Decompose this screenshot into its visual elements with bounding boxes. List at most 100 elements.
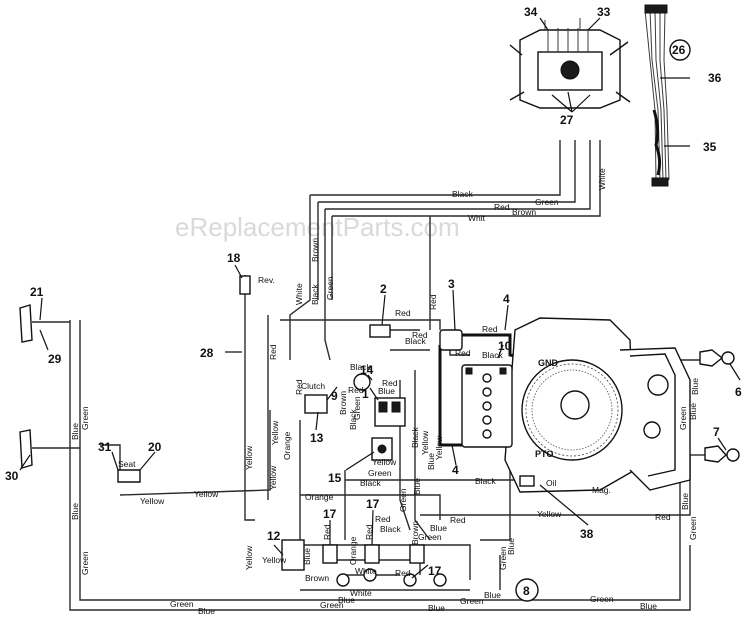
dash-panel-assembly bbox=[509, 18, 631, 109]
svg-text:Red: Red bbox=[322, 524, 332, 540]
svg-text:Black: Black bbox=[360, 478, 382, 488]
svg-text:Yellow: Yellow bbox=[262, 555, 287, 565]
callout-numbers: 34 33 26 36 36 35 27 18 28 21 29 30 31 2… bbox=[5, 5, 742, 602]
svg-text:Blue: Blue bbox=[484, 590, 501, 600]
svg-text:White: White bbox=[294, 283, 304, 305]
svg-text:White: White bbox=[597, 168, 607, 190]
svg-text:Clutch: Clutch bbox=[301, 381, 325, 391]
svg-text:Red: Red bbox=[494, 202, 510, 212]
callout-15: 15 bbox=[328, 471, 342, 485]
callout-17-c: 17 bbox=[428, 564, 442, 578]
switch-14 bbox=[353, 373, 371, 391]
svg-text:Blue: Blue bbox=[428, 603, 445, 613]
svg-text:Seat: Seat bbox=[118, 459, 136, 469]
svg-text:Red: Red bbox=[395, 308, 411, 318]
svg-text:Red: Red bbox=[450, 515, 466, 525]
solenoid-3 bbox=[439, 329, 463, 351]
svg-text:Green: Green bbox=[418, 532, 442, 542]
seat-switch-20 bbox=[117, 469, 141, 483]
svg-text:Brown: Brown bbox=[310, 238, 320, 262]
callout-26: 26 bbox=[672, 43, 686, 57]
svg-text:Green: Green bbox=[590, 594, 614, 604]
callout-31: 31 bbox=[98, 440, 112, 454]
svg-text:Red: Red bbox=[294, 379, 304, 395]
callout-18: 18 bbox=[227, 251, 241, 265]
taillight-30 bbox=[19, 429, 80, 469]
svg-text:Blue: Blue bbox=[506, 538, 516, 555]
svg-text:Green: Green bbox=[678, 406, 688, 430]
callout-4-bottom: 4 bbox=[452, 463, 459, 477]
callout-29: 29 bbox=[48, 352, 62, 366]
callout-7: 7 bbox=[713, 425, 720, 439]
svg-text:Green: Green bbox=[320, 600, 344, 610]
svg-text:Blue: Blue bbox=[302, 548, 312, 565]
callout-3: 3 bbox=[448, 277, 455, 291]
svg-text:Red: Red bbox=[382, 378, 398, 388]
svg-text:PTO: PTO bbox=[535, 449, 553, 459]
svg-text:Green: Green bbox=[688, 516, 698, 540]
svg-text:Blue: Blue bbox=[688, 403, 698, 420]
callout-36: 36 bbox=[708, 71, 722, 85]
svg-text:Yellow: Yellow bbox=[140, 496, 165, 506]
harness-wires bbox=[69, 140, 705, 611]
svg-text:Brown: Brown bbox=[512, 207, 536, 217]
svg-text:Red: Red bbox=[348, 385, 364, 395]
svg-text:Whit: Whit bbox=[468, 213, 486, 223]
svg-text:Yellow: Yellow bbox=[537, 509, 562, 519]
svg-text:Red: Red bbox=[655, 512, 671, 522]
svg-text:Blue: Blue bbox=[70, 503, 80, 520]
callout-13: 13 bbox=[310, 431, 324, 445]
svg-text:Blue: Blue bbox=[378, 386, 395, 396]
relay-1 bbox=[374, 397, 406, 427]
svg-text:Yellow: Yellow bbox=[194, 489, 219, 499]
svg-text:Blue: Blue bbox=[680, 493, 690, 510]
pto-switch-12 bbox=[281, 539, 305, 571]
svg-text:Blue: Blue bbox=[412, 478, 422, 495]
svg-text:Mag.: Mag. bbox=[592, 485, 611, 495]
svg-text:Blue: Blue bbox=[690, 378, 700, 395]
headlight-6 bbox=[699, 349, 735, 367]
callout-leaders bbox=[19, 17, 741, 579]
svg-text:Orange: Orange bbox=[282, 431, 292, 460]
callout-12: 12 bbox=[267, 529, 281, 543]
callout-30: 30 bbox=[5, 469, 19, 483]
svg-text:Yellow: Yellow bbox=[434, 435, 444, 460]
svg-text:Black: Black bbox=[410, 426, 420, 448]
svg-text:Green: Green bbox=[80, 551, 90, 575]
svg-text:Green: Green bbox=[325, 276, 335, 300]
svg-text:Red: Red bbox=[412, 330, 428, 340]
svg-text:Black: Black bbox=[310, 283, 320, 305]
headlight-7 bbox=[704, 445, 740, 463]
callout-38: 38 bbox=[580, 527, 594, 541]
svg-text:Black: Black bbox=[405, 336, 427, 346]
svg-text:Blue: Blue bbox=[640, 601, 657, 611]
svg-text:Black: Black bbox=[380, 524, 402, 534]
svg-text:Blue: Blue bbox=[430, 523, 447, 533]
svg-text:White: White bbox=[355, 566, 377, 576]
reverse-switch-18 bbox=[239, 275, 251, 295]
svg-text:Orange: Orange bbox=[348, 536, 358, 565]
svg-text:Green: Green bbox=[80, 406, 90, 430]
callout-2: 2 bbox=[380, 282, 387, 296]
clutch-switch-9 bbox=[304, 394, 328, 414]
svg-text:Red: Red bbox=[395, 568, 411, 578]
callout-4-top: 4 bbox=[503, 292, 510, 306]
svg-text:Green: Green bbox=[398, 488, 408, 512]
svg-text:Rev.: Rev. bbox=[258, 275, 275, 285]
svg-text:Red: Red bbox=[455, 348, 471, 358]
svg-text:Black: Black bbox=[350, 362, 372, 372]
svg-text:Yellow: Yellow bbox=[268, 465, 278, 490]
ignition-switch-15 bbox=[371, 437, 393, 461]
callout-1: 1 bbox=[362, 387, 369, 401]
svg-text:Blue: Blue bbox=[426, 453, 436, 470]
callout-20: 20 bbox=[148, 440, 162, 454]
callout-35: 35 bbox=[703, 140, 717, 154]
engine bbox=[504, 317, 691, 493]
callout-33: 33 bbox=[597, 5, 611, 19]
callout-21: 21 bbox=[30, 285, 44, 299]
headlight-harness-35 bbox=[644, 4, 670, 187]
svg-text:Brown: Brown bbox=[410, 521, 420, 545]
svg-text:Green: Green bbox=[460, 596, 484, 606]
svg-text:Green: Green bbox=[368, 468, 392, 478]
